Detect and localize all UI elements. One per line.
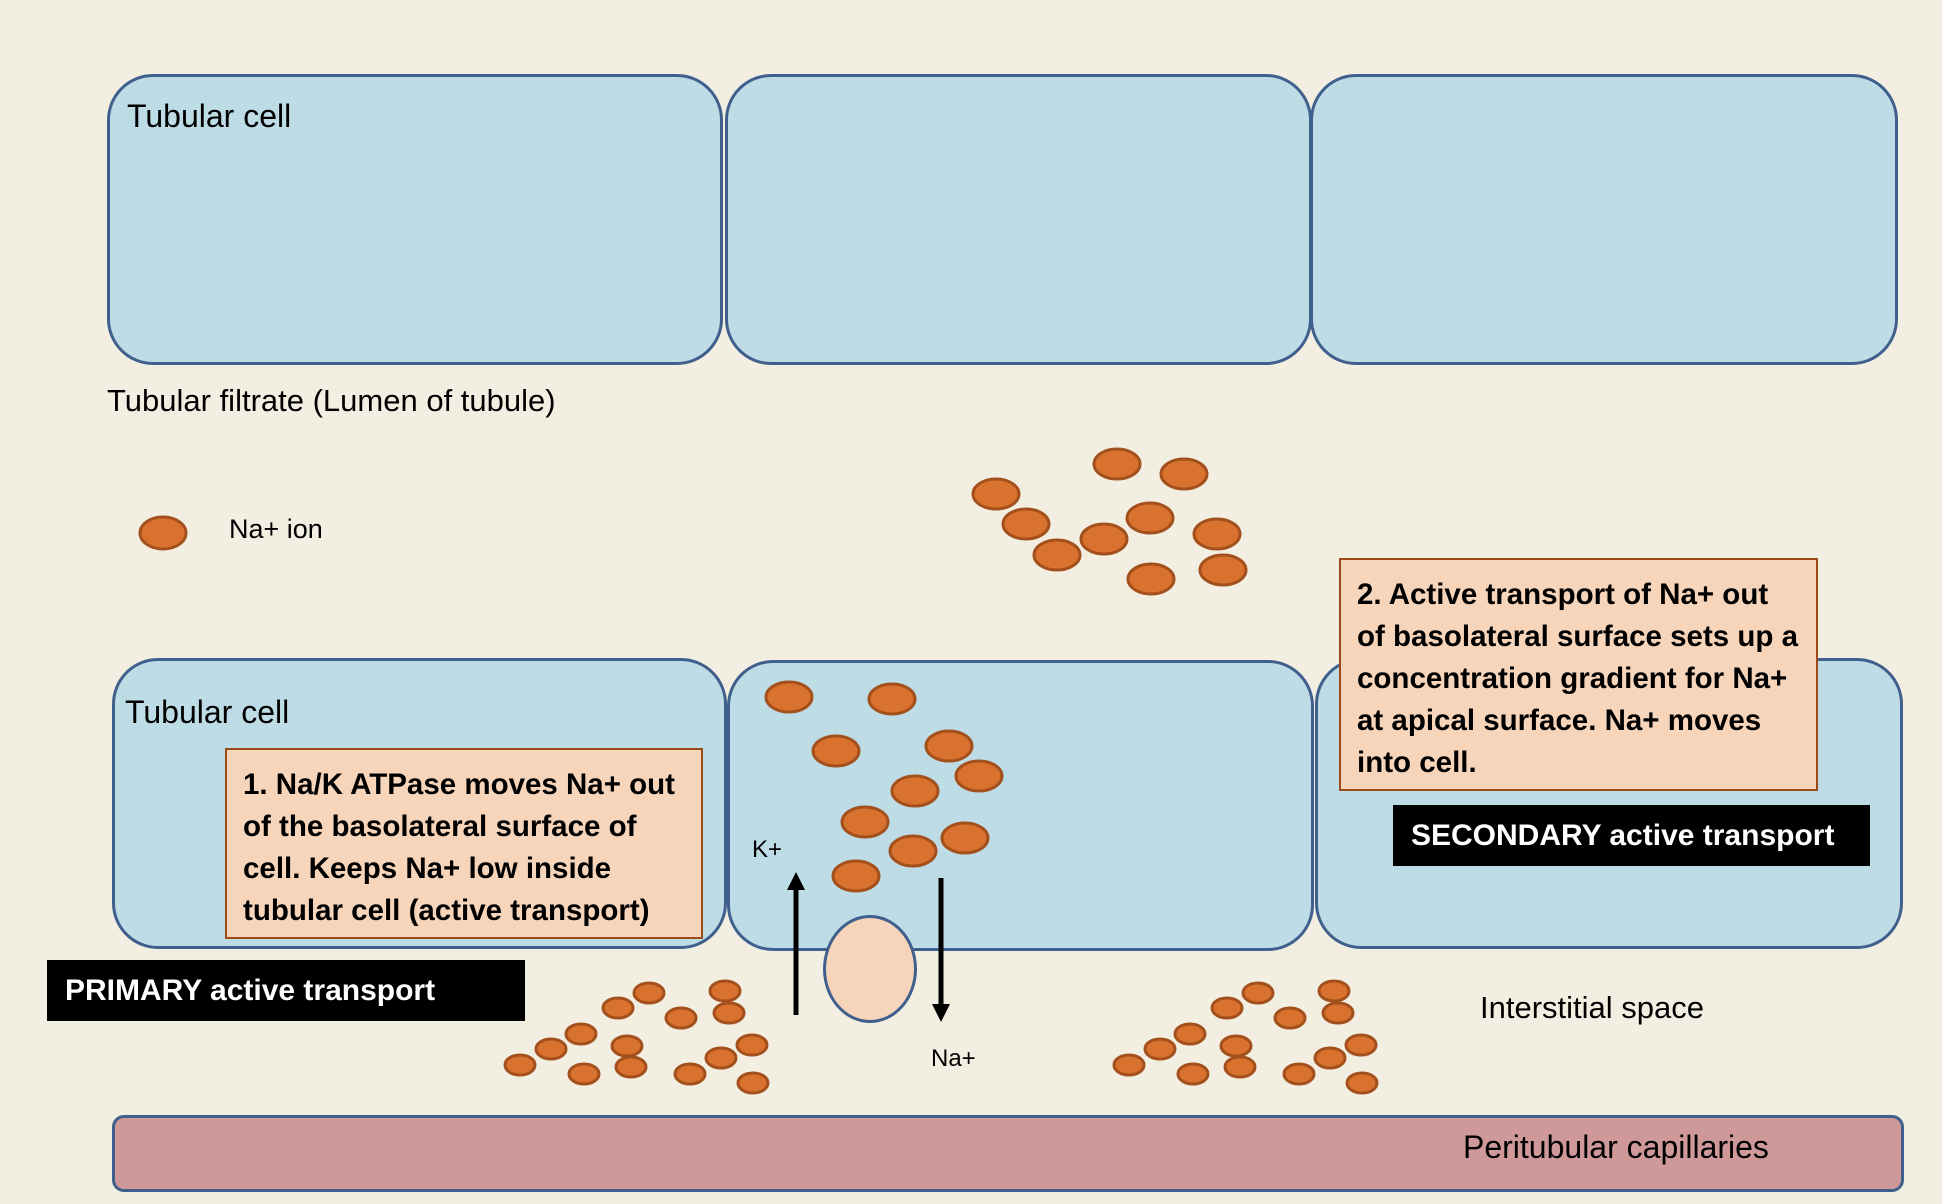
na-k-atpase-pump (823, 915, 917, 1023)
lumen-na-ion (1192, 517, 1242, 551)
interstitial-na-ion (704, 1046, 738, 1070)
filtrate-label: Tubular filtrate (Lumen of tubule) (107, 383, 556, 418)
interstitial-na-ion (708, 979, 742, 1003)
interstitial-na-ion (664, 1006, 698, 1030)
interstitial-na-ion (503, 1053, 537, 1077)
primary-callout: 1. Na/K ATPase moves Na+ out of the baso… (225, 748, 703, 939)
lumen-na-ion (1079, 522, 1129, 556)
interstitial-na-ion (1317, 979, 1351, 1003)
interstitial-na-ion (1173, 1022, 1207, 1046)
cell-na-ion (840, 805, 890, 839)
lumen-na-ion (1125, 501, 1175, 535)
secondary-callout: 2. Active transport of Na+ out of basola… (1339, 558, 1818, 791)
lumen-na-ion (1032, 538, 1082, 572)
interstitial-na-ion (712, 1001, 746, 1025)
lumen-na-ion (1198, 553, 1248, 587)
interstitial-na-ion (1143, 1037, 1177, 1061)
top-tubular-cell-middle (725, 74, 1312, 365)
interstitial-na-ion (1345, 1071, 1379, 1095)
interstitial-na-ion (1313, 1046, 1347, 1070)
interstitial-na-ion (1282, 1062, 1316, 1086)
cell-na-ion (867, 682, 917, 716)
lumen-na-ion (971, 477, 1021, 511)
bottom-tubular-cell-middle (727, 660, 1314, 951)
legend-na-label: Na+ ion (229, 514, 323, 544)
interstitial-na-ion (1210, 996, 1244, 1020)
lumen-na-ion (1001, 507, 1051, 541)
interstitial-na-ion (1223, 1055, 1257, 1079)
interstitial-label: Interstitial space (1480, 990, 1704, 1025)
na-plus-label: Na+ (931, 1045, 976, 1072)
top-tubular-cell-left (107, 74, 723, 365)
cell-na-ion (888, 834, 938, 868)
lumen-na-ion (1126, 562, 1176, 596)
interstitial-na-ion (1241, 981, 1275, 1005)
bottom-cell-label: Tubular cell (125, 694, 290, 730)
peritubular-capillaries (112, 1115, 1904, 1192)
cell-na-ion (831, 859, 881, 893)
legend-na-ion-icon (138, 515, 188, 551)
top-tubular-cell-right (1310, 74, 1898, 365)
cell-na-ion (764, 680, 814, 714)
na-plus-arrow-down-icon (932, 878, 950, 1022)
interstitial-na-ion (564, 1022, 598, 1046)
top-cell-label: Tubular cell (127, 98, 292, 134)
capillaries-label: Peritubular capillaries (1463, 1129, 1769, 1165)
interstitial-na-ion (1321, 1001, 1355, 1025)
interstitial-na-ion (1219, 1034, 1253, 1058)
interstitial-na-ion (601, 996, 635, 1020)
interstitial-na-ion (1344, 1033, 1378, 1057)
lumen-na-ion (1159, 457, 1209, 491)
interstitial-na-ion (736, 1071, 770, 1095)
cell-na-ion (890, 774, 940, 808)
interstitial-na-ion (673, 1062, 707, 1086)
interstitial-na-ion (1273, 1006, 1307, 1030)
lumen-na-ion (1092, 447, 1142, 481)
cell-na-ion (811, 734, 861, 768)
interstitial-na-ion (1176, 1062, 1210, 1086)
k-plus-label: K+ (752, 836, 783, 863)
k-plus-arrow-up-icon (787, 872, 805, 1015)
cell-na-ion (940, 821, 990, 855)
interstitial-na-ion (735, 1033, 769, 1057)
secondary-tag: SECONDARY active transport (1393, 805, 1870, 866)
interstitial-na-ion (614, 1055, 648, 1079)
interstitial-na-ion (610, 1034, 644, 1058)
cell-na-ion (924, 729, 974, 763)
interstitial-na-ion (567, 1062, 601, 1086)
interstitial-na-ion (534, 1037, 568, 1061)
primary-tag: PRIMARY active transport (47, 960, 525, 1021)
interstitial-na-ion (632, 981, 666, 1005)
interstitial-na-ion (1112, 1053, 1146, 1077)
cell-na-ion (954, 759, 1004, 793)
